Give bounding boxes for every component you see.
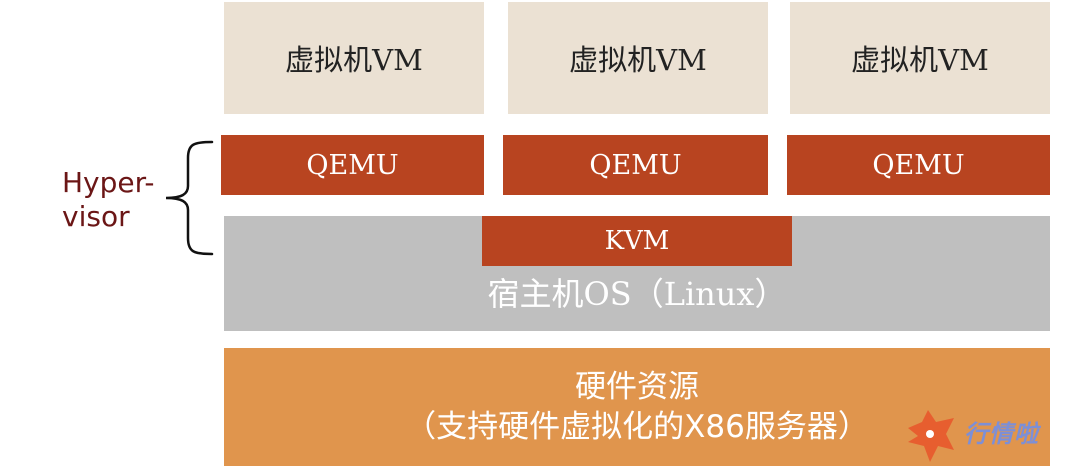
vm-box-3: 虚拟机VM (790, 2, 1050, 114)
watermark-text: 行情啦 (964, 420, 1039, 448)
qemu-box-2: QEMU (503, 135, 768, 195)
qemu-box-3: QEMU (787, 135, 1050, 195)
vm-label: 虚拟机VM (851, 43, 989, 77)
vm-box-1: 虚拟机VM (224, 2, 484, 114)
qemu-box-1: QEMU (221, 135, 484, 195)
hypervisor-label: Hyper- visor (62, 166, 154, 234)
vm-box-2: 虚拟机VM (508, 2, 768, 114)
hardware-title: 硬件资源 (575, 369, 699, 405)
qemu-label: QEMU (306, 149, 399, 181)
vm-label: 虚拟机VM (285, 43, 423, 77)
kvm-label: KVM (604, 226, 670, 256)
qemu-label: QEMU (872, 149, 965, 181)
curly-brace-icon (165, 140, 214, 256)
hypervisor-label-line2: visor (62, 200, 130, 233)
kvm-box: KVM (482, 216, 792, 266)
qemu-label: QEMU (589, 149, 682, 181)
hypervisor-label-line1: Hyper- (62, 166, 155, 199)
fox-logo-icon (908, 410, 954, 462)
host-os-label: 宿主机OS（Linux） (487, 275, 787, 313)
vm-label: 虚拟机VM (569, 43, 707, 77)
watermark: 行情啦 (904, 408, 1064, 464)
hardware-layer: 硬件资源 （支持硬件虚拟化的X86服务器） (224, 348, 1050, 466)
hardware-subtitle: （支持硬件虚拟化的X86服务器） (405, 409, 869, 445)
